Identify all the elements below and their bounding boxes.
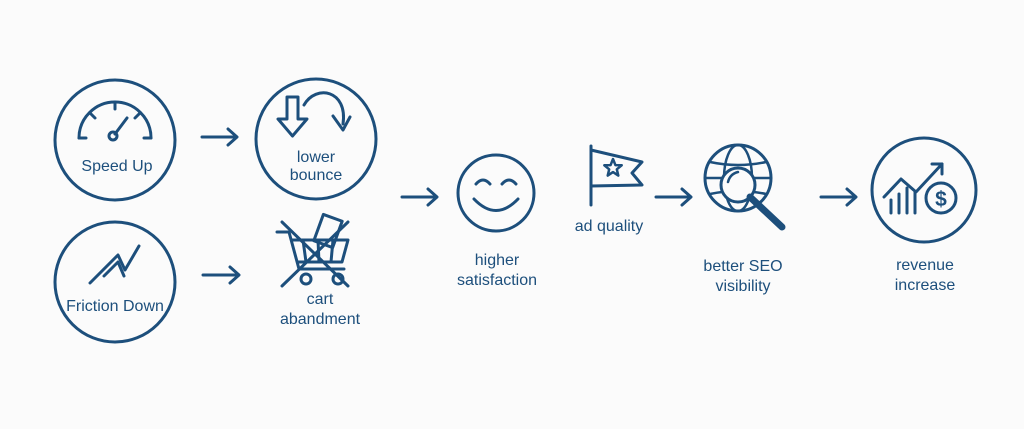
node-label-line-2: increase [895, 277, 956, 294]
node-label-line-2: visibility [715, 278, 770, 295]
node-circle [53, 78, 177, 202]
arrow-quality-to-seo [654, 187, 693, 207]
node-better-seo: better SEO visibility [703, 143, 786, 295]
node-label: Speed Up [81, 158, 152, 175]
node-label-line-2: abandment [280, 311, 361, 328]
node-label-line-1: lower [297, 149, 336, 166]
arrow-to-satisfaction [400, 187, 439, 207]
node-label-line-1: better SEO [703, 258, 782, 275]
bounce-arrows-icon [276, 91, 352, 138]
arrow-seo-to-revenue [819, 187, 858, 207]
arrow-friction-to-cart [201, 265, 241, 285]
trend-down-icon [88, 244, 141, 285]
node-higher-satisfaction: higher satisfaction [456, 153, 537, 289]
crossed-cart-icon [275, 212, 350, 288]
globe-magnifier-icon [703, 143, 786, 231]
node-label: Friction Down [66, 298, 164, 315]
node-lower-bounce: lower bounce [254, 77, 378, 201]
node-circle [870, 136, 978, 244]
node-circle [254, 77, 378, 201]
star-flag-icon [589, 144, 644, 207]
node-label: ad quality [575, 218, 644, 235]
node-label-line-1: revenue [896, 257, 954, 274]
dollar-sign-icon: $ [935, 188, 947, 211]
node-speed-up: Speed Up [53, 78, 177, 202]
node-label-line-2: bounce [290, 167, 343, 184]
speedometer-icon [77, 100, 153, 142]
node-label-line-2: satisfaction [457, 272, 537, 289]
revenue-chart-icon: $ [882, 162, 958, 215]
arrow-speed-to-bounce [200, 127, 239, 147]
node-ad-quality: ad quality [575, 144, 644, 235]
smiley-face-icon [456, 153, 536, 233]
node-label-line-1: cart [307, 291, 334, 308]
node-circle [53, 220, 177, 344]
node-friction-down: Friction Down [53, 220, 177, 344]
node-cart-abandonment: cart abandment [275, 212, 361, 328]
node-label-line-1: higher [475, 252, 520, 269]
node-revenue-increase: $ revenue increase [870, 136, 978, 294]
